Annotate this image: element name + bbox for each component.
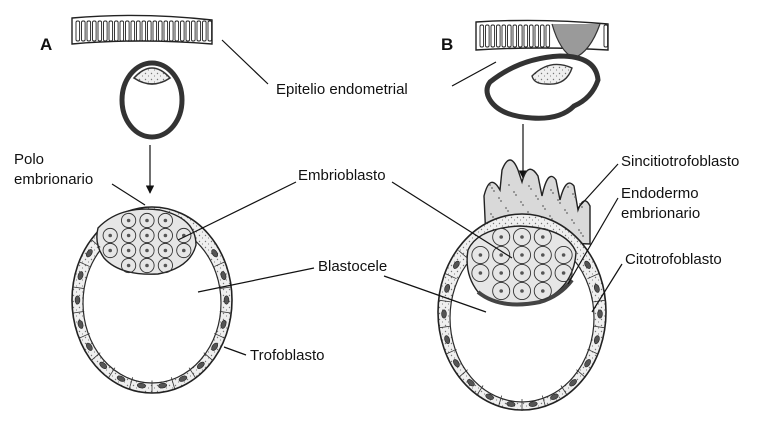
panel-label-b: B — [441, 35, 453, 54]
label-polo-line2: embrionario — [14, 171, 93, 188]
leader-sincitiotrofoblasto — [578, 164, 618, 208]
label-endodermo-line1: Endodermo — [621, 185, 699, 202]
leader-embrioblasto-a — [178, 182, 296, 240]
leader-trofoblasto — [224, 347, 246, 355]
small-blastocyst-a — [122, 63, 182, 137]
label-polo-line1: Polo — [14, 151, 44, 168]
panel-label-a: A — [40, 35, 52, 54]
label-blastocele: Blastocele — [318, 258, 387, 275]
leader-epitelio-a — [222, 40, 268, 84]
leader-polo — [112, 184, 145, 205]
label-trofoblasto: Trofoblasto — [250, 347, 324, 364]
label-epitelio-endometrial: Epitelio endometrial — [276, 81, 408, 98]
epithelium-strip-b — [476, 20, 608, 58]
small-blastocyst-b — [487, 56, 598, 118]
large-blastocyst-a — [72, 207, 232, 393]
large-blastocyst-b — [438, 160, 606, 411]
label-endodermo-line2: embrionario — [621, 205, 700, 222]
label-embrioblasto: Embrioblasto — [298, 167, 386, 184]
epithelium-strip-a — [72, 15, 212, 44]
label-citotrofoblasto: Citotrofoblasto — [625, 251, 722, 268]
label-sincitiotrofoblasto: Sincitiotrofoblasto — [621, 153, 739, 170]
